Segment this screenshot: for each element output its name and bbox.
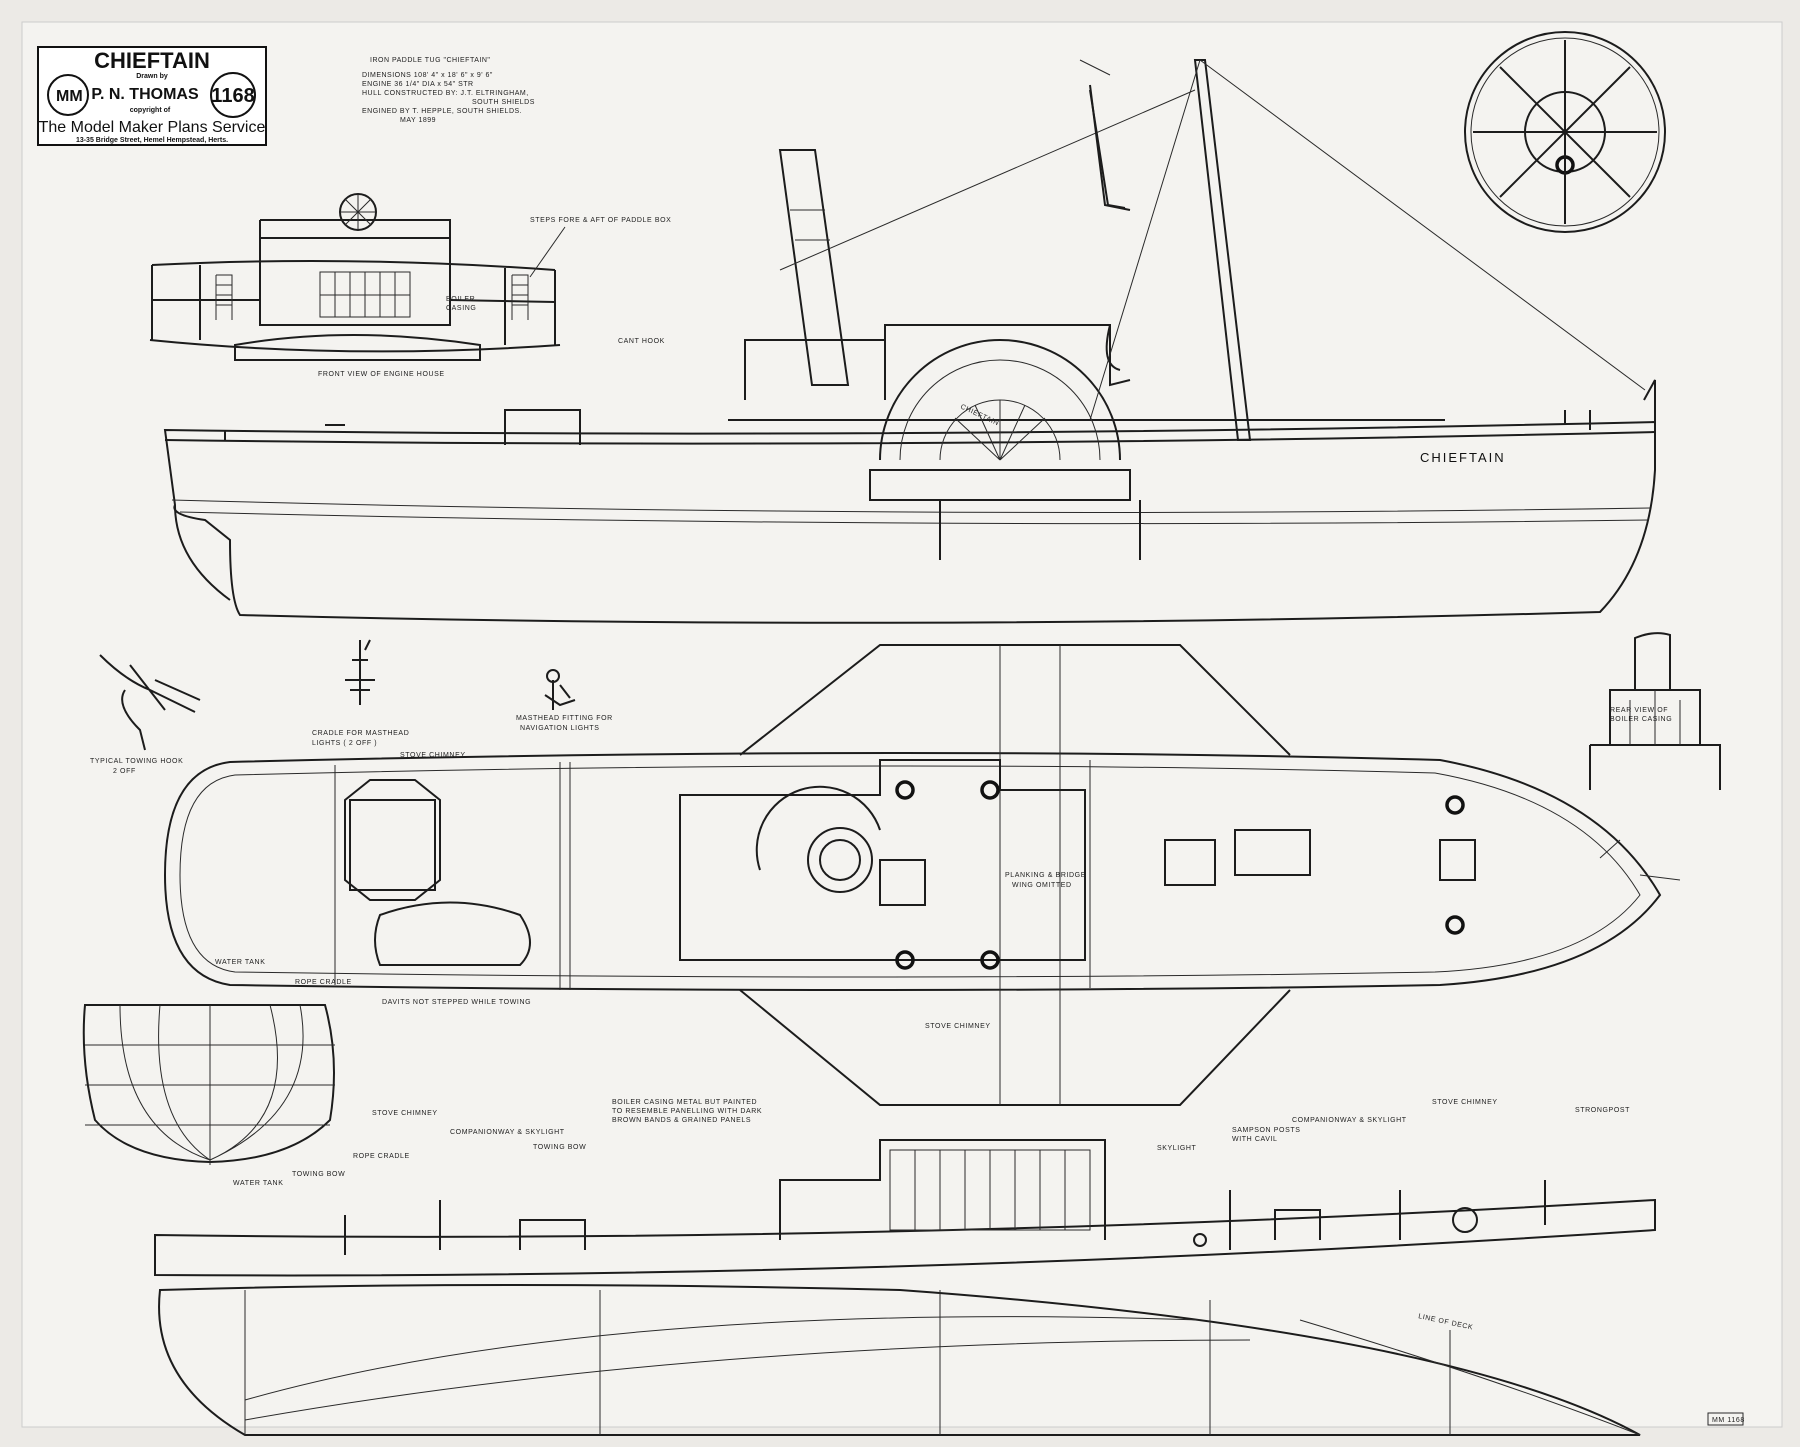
label-water-tank-profile: WATER TANK (233, 1180, 283, 1187)
paddle-wheel-detail (1464, 31, 1666, 233)
hull-name-text: CHIEFTAIN (1420, 450, 1506, 465)
copyright-label: copyright of (130, 107, 171, 114)
hull-plan-outline (163, 751, 1662, 991)
label-skylight: SKYLIGHT (1157, 1145, 1197, 1152)
deck-plan-view: STOVE CHIMNEY PLANKING & BRIDGE WING OMI… (163, 644, 1681, 1106)
spec-date: MAY 1899 (400, 117, 436, 124)
label-davits: DAVITS NOT STEPPED WHILE TOWING (382, 999, 531, 1006)
specs-block: IRON PADDLE TUG "CHIEFTAIN" DIMENSIONS 1… (362, 57, 535, 124)
label-towing-hook-2: 2 OFF (113, 768, 136, 775)
paddle-box (879, 339, 1121, 461)
inboard-profile: BOILER CASING METAL BUT PAINTED TO RESEM… (154, 1099, 1745, 1436)
service-address: 13-35 Bridge Street, Hemel Hempstead, He… (76, 137, 228, 144)
label-sampson-1: SAMPSON POSTS (1232, 1127, 1300, 1134)
label-rear-view-2: BOILER CASING (1610, 716, 1672, 723)
drawn-by-label: Drawn by (136, 73, 168, 80)
spec-engine: ENGINE 36 1/4" DIA x 54" STR (362, 81, 474, 88)
label-rope-cradle-profile: ROPE CRADLE (353, 1153, 410, 1160)
label-steps: STEPS FORE & AFT OF PADDLE BOX (530, 217, 671, 224)
spec-hull-place: SOUTH SHIELDS (472, 99, 535, 106)
spec-dimensions: DIMENSIONS 108' 4" x 18' 6" x 9' 6" (362, 72, 493, 79)
label-rear-view-1: REAR VIEW OF (1610, 707, 1668, 714)
label-stove-chimney-aft: STOVE CHIMNEY (372, 1110, 438, 1117)
sponson-bottom (739, 989, 1291, 1106)
spec-engined: ENGINED BY T. HEPPLE, SOUTH SHIELDS. (362, 108, 522, 115)
sheet-reference: MM 1168 (1712, 1417, 1745, 1424)
label-cradle-2: LIGHTS ( 2 OFF ) (312, 740, 377, 747)
label-strongpost: STRONGPOST (1575, 1107, 1630, 1114)
service-name: The Model Maker Plans Service (39, 119, 266, 136)
label-towing-bow-2: TOWING BOW (292, 1171, 345, 1178)
author-name: P. N. THOMAS (91, 86, 199, 103)
label-planking-2: WING OMITTED (1012, 882, 1072, 889)
label-companionway-aft: COMPANIONWAY & SKYLIGHT (450, 1129, 565, 1136)
label-boiler-casing-2: CASING (446, 305, 476, 312)
label-rope-cradle-plan: ROPE CRADLE (295, 979, 352, 986)
funnel (778, 149, 850, 386)
label-boiler-casing-1: BOILER (446, 296, 475, 303)
fitting-details: TYPICAL TOWING HOOK 2 OFF CRADLE FOR MAS… (90, 89, 1126, 775)
mm-logo (47, 74, 89, 116)
label-towing-bow-1: TOWING BOW (533, 1144, 586, 1151)
hull-side (163, 420, 1656, 624)
label-cradle-1: CRADLE FOR MASTHEAD (312, 730, 409, 737)
label-boiler-note-3: BROWN BANDS & GRAINED PANELS (612, 1117, 751, 1124)
label-towing-hook-1: TYPICAL TOWING HOOK (90, 758, 183, 765)
mm-logo-text: MM (56, 88, 83, 105)
label-front-view: FRONT VIEW OF ENGINE HOUSE (318, 371, 445, 378)
plan-title: CHIEFTAIN (94, 48, 210, 73)
label-stove-chimney-plan-top: STOVE CHIMNEY (400, 752, 466, 759)
sheet-border (21, 21, 1783, 1428)
body-plan (82, 1004, 335, 1165)
label-masthead-2: NAVIGATION LIGHTS (520, 725, 600, 732)
label-sampson-2: WITH CAVIL (1232, 1136, 1278, 1143)
rear-view-boiler-casing: REAR VIEW OF BOILER CASING (1589, 632, 1721, 790)
label-boiler-note-2: TO RESEMBLE PANELLING WITH DARK (612, 1108, 762, 1115)
label-water-tank-plan: WATER TANK (215, 959, 265, 966)
label-planking-1: PLANKING & BRIDGE (1005, 872, 1086, 879)
mast (1193, 59, 1252, 441)
label-cant-hook: CANT HOOK (618, 338, 665, 345)
plan-number: 1168 (211, 85, 254, 107)
label-stove-chimney-plan-bottom: STOVE CHIMNEY (925, 1023, 991, 1030)
front-view-engine-house: STEPS FORE & AFT OF PADDLE BOX BOILER CA… (149, 193, 671, 378)
title-block: CHIEFTAIN Drawn by MM P. N. THOMAS 1168 … (37, 46, 267, 146)
spec-hull: HULL CONSTRUCTED BY: J.T. ELTRINGHAM, (362, 90, 529, 97)
label-stove-chimney-fwd: STOVE CHIMNEY (1432, 1099, 1498, 1106)
label-companionway-fwd: COMPANIONWAY & SKYLIGHT (1292, 1117, 1407, 1124)
label-masthead-1: MASTHEAD FITTING FOR (516, 715, 613, 722)
label-boiler-note-1: BOILER CASING METAL BUT PAINTED (612, 1099, 757, 1106)
sponson-top (739, 644, 1291, 756)
spec-heading: IRON PADDLE TUG "CHIEFTAIN" (370, 57, 490, 64)
